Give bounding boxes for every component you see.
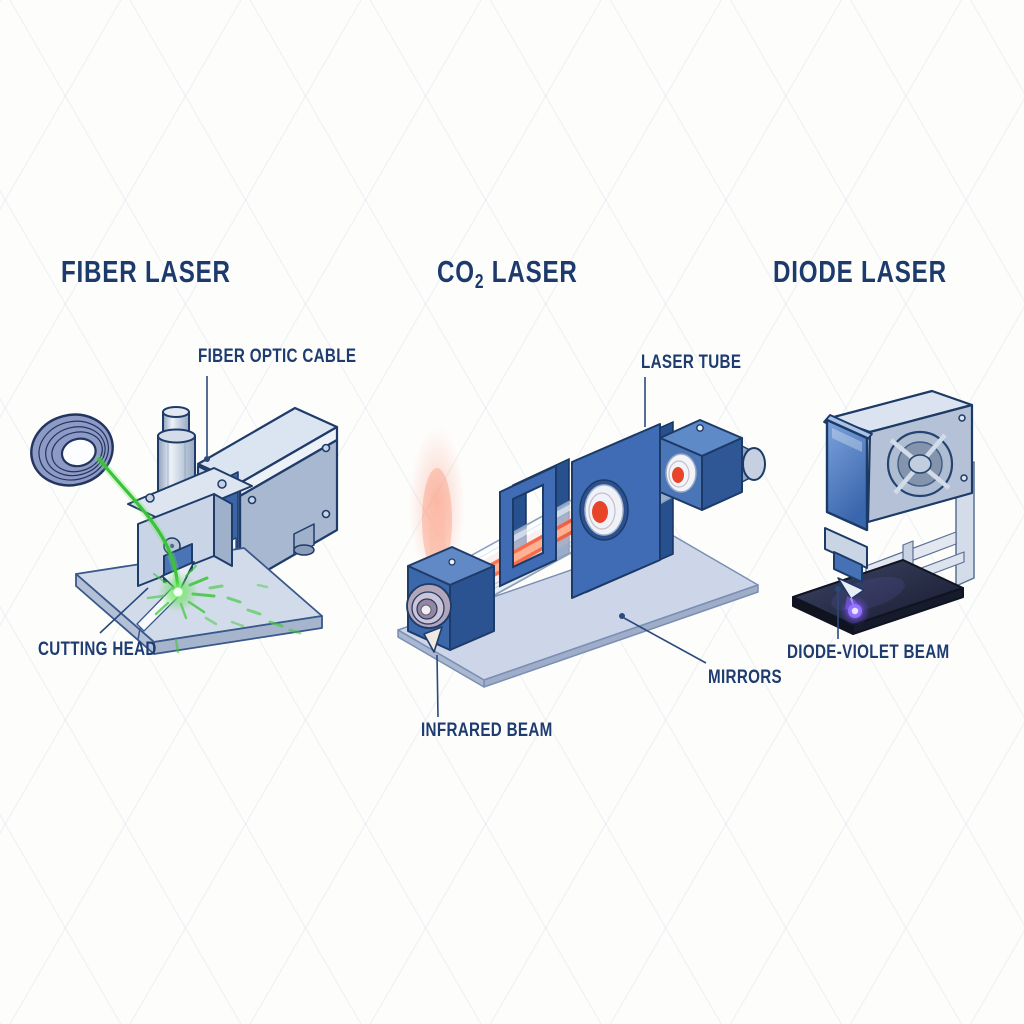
leader-lines	[99, 376, 841, 718]
label-infrared-beam: INFRARED BEAM	[421, 720, 553, 741]
co2-base-plate	[397, 534, 759, 688]
heading-co2-subscript: 2	[474, 271, 485, 293]
mirror-mount-front	[571, 423, 661, 599]
leader-mirrors	[623, 617, 707, 664]
co2-laser-illustration	[397, 419, 766, 688]
label-cutting-head: CUTTING HEAD	[38, 639, 157, 660]
heading-co2-pre: CO	[437, 254, 475, 289]
label-mirrors: MIRRORS	[708, 667, 783, 688]
rear-mirror-block	[659, 419, 766, 511]
label-fiber-optic-cable: FIBER OPTIC CABLE	[198, 346, 357, 367]
label-diode-violet-beam: DIODE-VIOLET BEAM	[787, 642, 950, 663]
heading-fiber-laser: FIBER LASER	[61, 254, 231, 289]
label-laser-tube: LASER TUBE	[641, 352, 742, 373]
cutting-spark-burst	[146, 565, 302, 654]
leader-cutting-head	[99, 587, 149, 634]
heading-diode-laser: DIODE LASER	[773, 254, 947, 289]
diode-nozzle	[824, 527, 868, 600]
violet-beam	[840, 596, 870, 626]
output-coupler-block	[406, 546, 495, 653]
fiber-coil	[30, 413, 114, 487]
fiber-laser-illustration	[30, 406, 339, 655]
cutting-head-mount-plate	[127, 467, 253, 523]
heading-co2-post: LASER	[484, 254, 578, 289]
diode-body	[823, 389, 974, 532]
infrared-beam-glow	[409, 427, 465, 583]
diode-laser-illustration	[792, 389, 975, 635]
mirror-bracket-front	[499, 464, 557, 588]
leader-infrared-beam	[436, 654, 439, 718]
cooling-fan-icon	[886, 430, 954, 498]
heading-co2-laser: CO2 LASER	[437, 254, 578, 293]
